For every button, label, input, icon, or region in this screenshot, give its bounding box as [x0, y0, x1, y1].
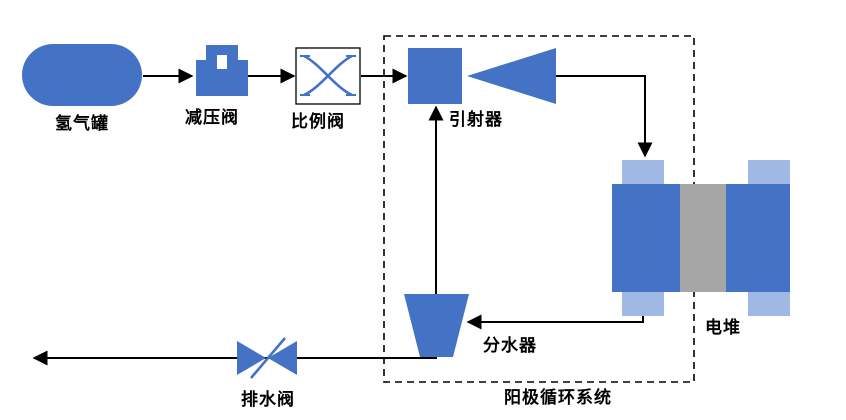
- stack-tab-top-left: [622, 160, 664, 186]
- stack-tab-top-right: [748, 160, 790, 186]
- line-ejector-to-stack: [556, 75, 653, 158]
- drain-valve-label: 排水阀: [241, 390, 295, 409]
- drain-valve-left-triangle: [237, 341, 266, 375]
- ejector-label: 引射器: [449, 110, 503, 129]
- anode-system-label: 阳极循环系统: [504, 388, 612, 407]
- water-separator-label: 分水器: [483, 336, 537, 355]
- pressure-reducing-valve-cap: [206, 45, 238, 63]
- hydrogen-tank-label: 氢气罐: [55, 114, 109, 133]
- water-separator-shape: [404, 294, 469, 357]
- ejector-body-shape: [408, 48, 462, 104]
- drain-valve-slash: [250, 337, 286, 379]
- pressure-reducing-valve-label: 减压阀: [185, 108, 239, 127]
- pressure-reducing-valve-notch: [217, 55, 227, 69]
- hydrogen-tank-shape: [22, 44, 142, 106]
- stack-tab-bottom-left: [622, 290, 664, 316]
- stack-gray-band: [680, 184, 726, 292]
- proportional-valve-cross-line-2: [303, 54, 353, 97]
- ejector-cone-shape: [467, 48, 556, 104]
- proportional-valve-label: 比例阀: [291, 112, 345, 131]
- stack-tab-bottom-right: [748, 290, 790, 316]
- stack-label: 电堆: [705, 318, 741, 337]
- drain-valve-right-triangle: [268, 341, 297, 375]
- line-stack-to-separator: [466, 314, 644, 330]
